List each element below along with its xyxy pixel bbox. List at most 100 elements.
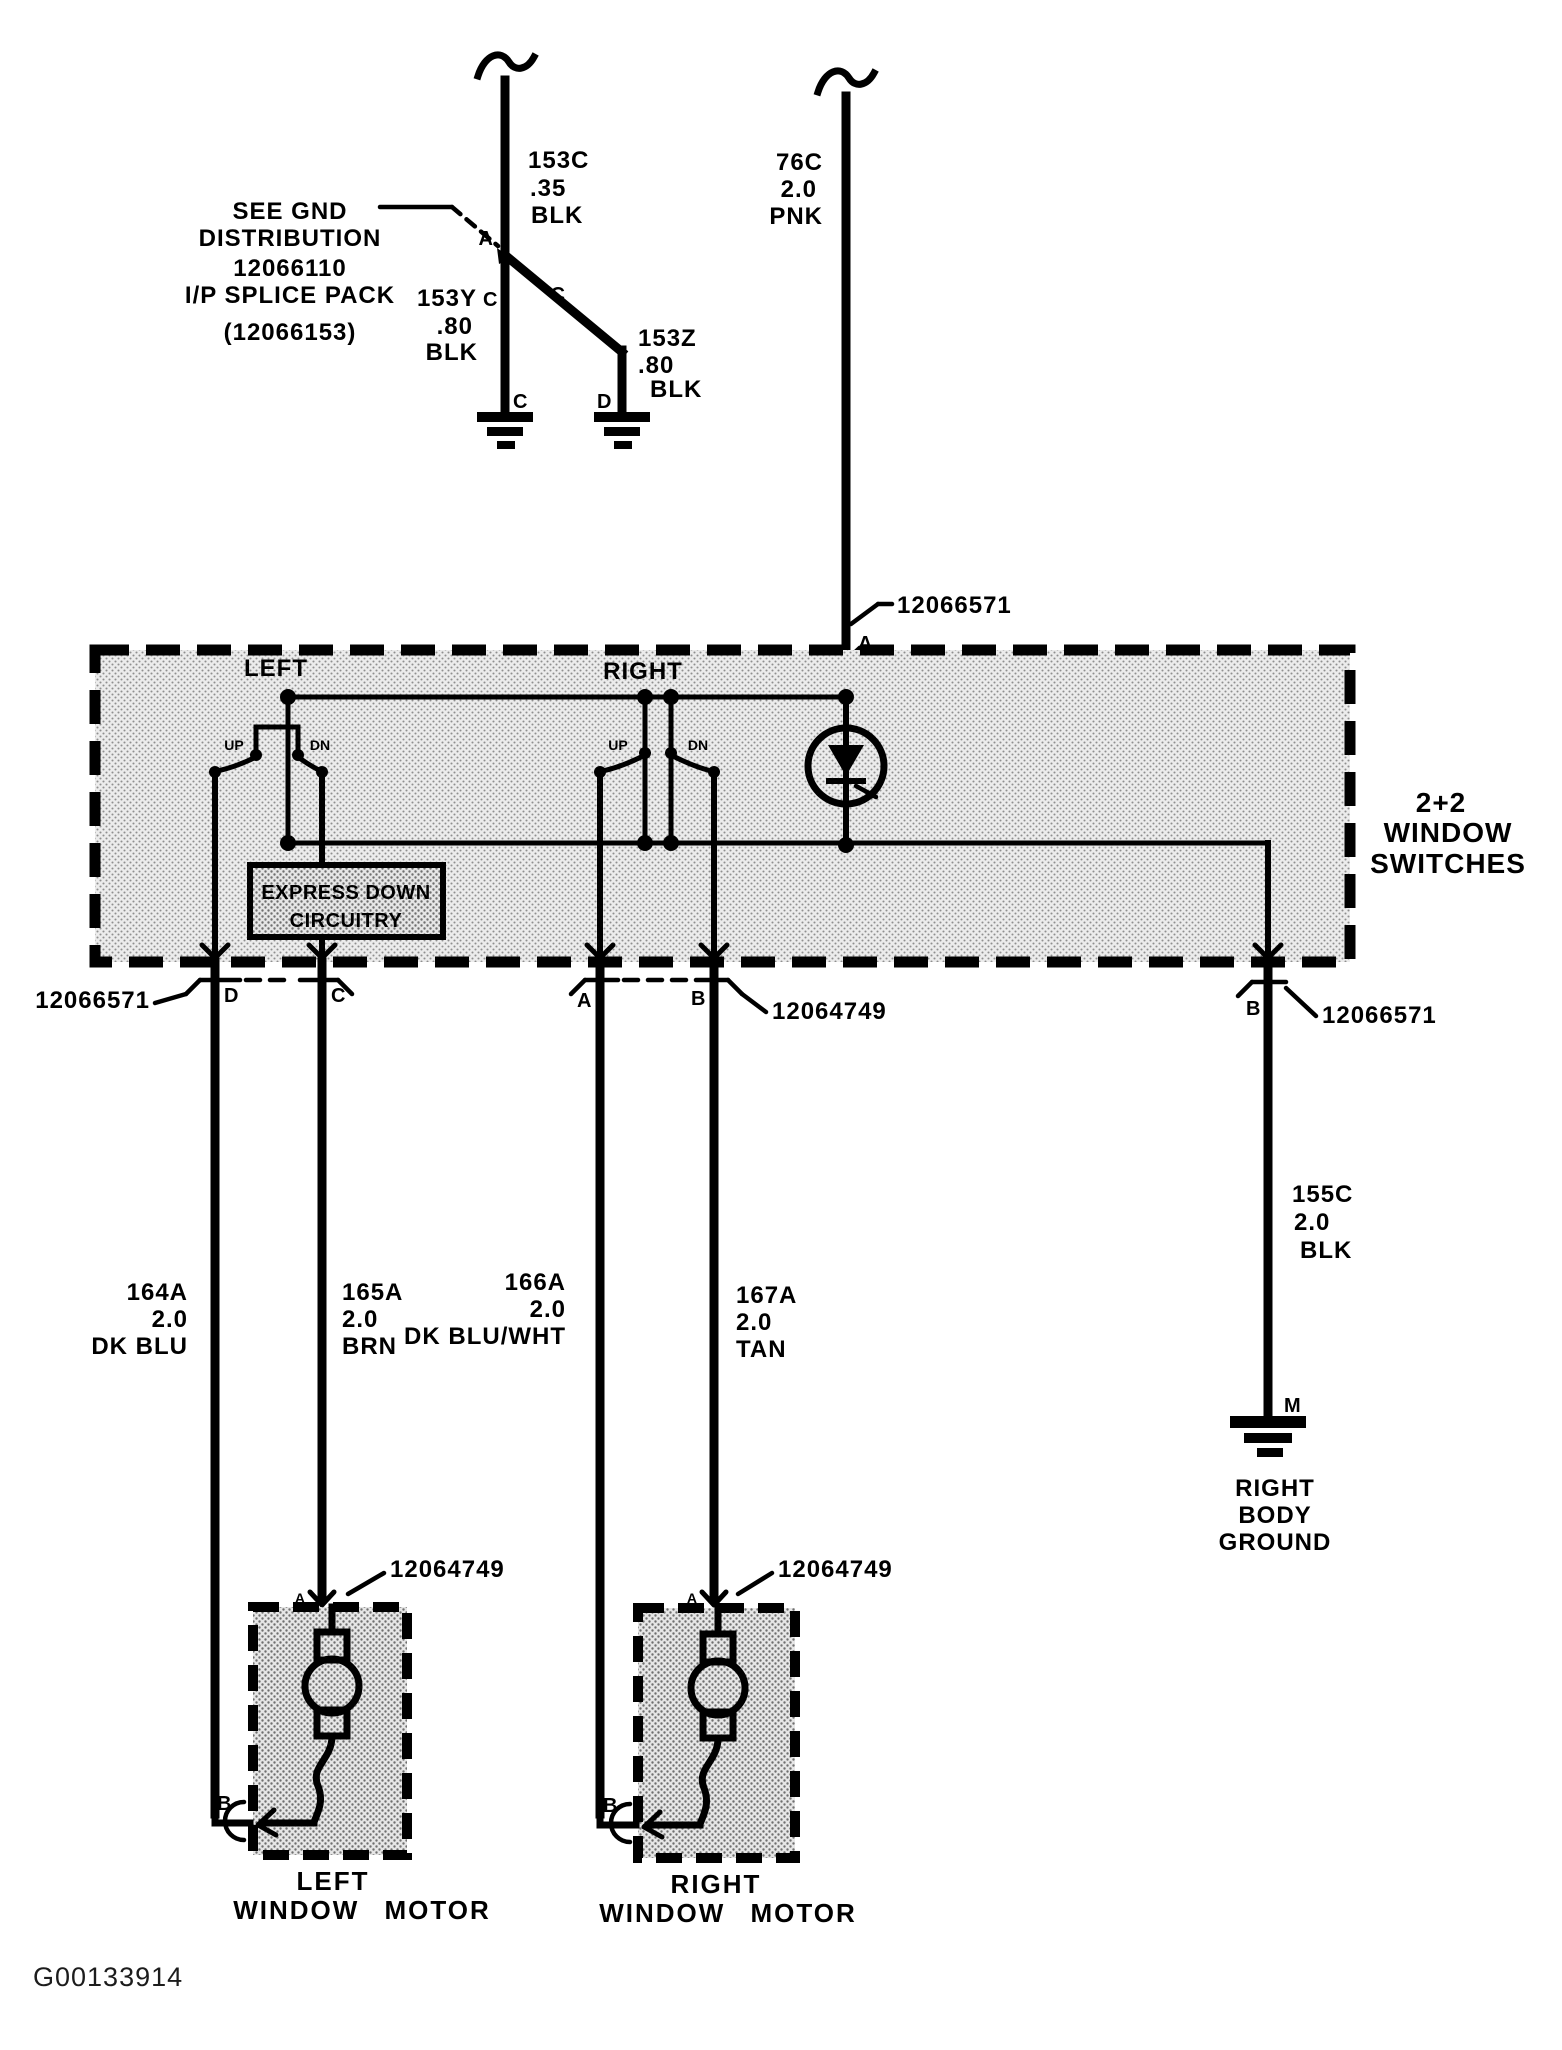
wire-153z-color: BLK xyxy=(650,376,702,403)
wire-165a-color: BRN xyxy=(342,1333,397,1360)
title-line: 2+2 xyxy=(1416,787,1467,818)
wire-166a-gauge: 2.0 xyxy=(530,1296,566,1323)
pin-m-label: M xyxy=(1284,1395,1301,1417)
wire-153z-diagonal xyxy=(498,248,629,359)
inline-connector-icon xyxy=(608,1801,633,1845)
splice-note-line: SEE GND xyxy=(232,198,347,225)
wire-165a-circuit: 165A xyxy=(342,1279,403,1306)
wire-167a-circuit: 167A xyxy=(736,1282,797,1309)
connector-label: 12066571 xyxy=(1322,1002,1437,1029)
motor-symbol xyxy=(641,1604,749,1840)
wire-165a-gauge: 2.0 xyxy=(342,1306,378,1333)
title-line: SWITCHES xyxy=(1370,848,1526,879)
connector-label: 12066571 xyxy=(35,987,150,1014)
wire-153z-circuit: 153Z xyxy=(638,325,697,352)
connector-label: 12064749 xyxy=(772,998,887,1025)
pin-d-label: D xyxy=(224,985,239,1007)
dn-label: DN xyxy=(688,737,708,753)
wire-164a-color: DK BLU xyxy=(91,1333,188,1360)
feed-wire-section: 76C 2.0 PNK 12066571 A xyxy=(769,67,1012,702)
wire-167a-gauge: 2.0 xyxy=(736,1309,772,1336)
wire-76c-circuit: 76C xyxy=(776,149,823,176)
wire-166a-color: DK BLU/WHT xyxy=(404,1323,566,1350)
express-line: EXPRESS DOWN xyxy=(261,882,430,904)
connector-top-leader xyxy=(848,601,881,627)
pin-a-label: A xyxy=(577,990,592,1012)
motor-box-border xyxy=(633,1603,800,1863)
motor-arrow-icon xyxy=(255,1807,279,1838)
wire-76c-gauge: 2.0 xyxy=(781,176,817,203)
up-label: UP xyxy=(608,737,627,753)
wire-76c-color: PNK xyxy=(769,203,823,230)
motor-caption-line: LEFT xyxy=(297,1866,370,1896)
pin-a-motor: A xyxy=(687,1590,697,1606)
connector-bottom-left: 12066571 D C xyxy=(35,977,355,1014)
figure-id: G00133914 xyxy=(33,1962,183,1992)
pin-b-motor: B xyxy=(217,1793,232,1815)
wire-153c-color: BLK xyxy=(531,202,583,229)
pin-b-label: B xyxy=(691,988,706,1010)
connector-top-label: 12066571 xyxy=(897,592,1012,619)
wire-155c-circuit: 155C xyxy=(1292,1181,1353,1208)
ground-caption-line: RIGHT xyxy=(1235,1475,1315,1502)
left-switch-label: LEFT xyxy=(244,655,308,682)
right-switch-label: RIGHT xyxy=(603,658,683,685)
inline-connector-icon xyxy=(222,1799,247,1843)
splice-note-line: 12066110 xyxy=(233,255,346,282)
pin-b-label: B xyxy=(1246,998,1261,1020)
assembly-title: 2+2 WINDOW SWITCHES xyxy=(1370,787,1526,879)
motor-caption-line: WINDOW MOTOR xyxy=(599,1898,857,1928)
entry-arrow-icon xyxy=(699,1589,729,1608)
wire-167a-color: TAN xyxy=(736,1336,787,1363)
wire-153z-gauge: .80 xyxy=(638,352,674,379)
wire-164a-gauge: 2.0 xyxy=(152,1306,188,1333)
ground-symbol-right xyxy=(594,412,650,449)
switch-blade xyxy=(667,751,715,775)
wire-break-squiggle-icon xyxy=(473,51,539,81)
right-body-ground: M RIGHT BODY GROUND xyxy=(1219,1395,1332,1556)
connector-label: 12064749 xyxy=(778,1556,893,1583)
right-window-motor: 12064749 A B RIGHT WINDOW MOTOR xyxy=(596,1556,893,1928)
title-line: WINDOW xyxy=(1384,817,1513,848)
wire-153y-color: BLK xyxy=(426,339,478,366)
pin-b-motor: B xyxy=(603,1795,618,1817)
splice-note-leader-dashed xyxy=(449,204,501,249)
wire-164a-circuit: 164A xyxy=(127,1279,188,1306)
wire-153c-circuit: 153C xyxy=(528,147,589,174)
express-line: CIRCUITRY xyxy=(290,910,403,932)
connector-bottom-mid: 12064749 A B xyxy=(568,977,887,1025)
ground-caption-line: GROUND xyxy=(1219,1529,1332,1556)
wire-153y-gauge: .80 xyxy=(437,313,473,340)
left-window-motor: 12064749 A B LEFT WINDOW MOTOR xyxy=(211,1556,504,1925)
entry-arrow-icon xyxy=(307,1589,337,1608)
pin-c-diagonal: C xyxy=(551,284,566,306)
motor-wires: 164A 2.0 DK BLU 165A 2.0 BRN 166A 2.0 DK… xyxy=(91,957,1353,1819)
ip-splice-pack-section: 153C .35 BLK SEE GND DISTRIBUTION 120661… xyxy=(185,51,702,449)
splice-note-line: I/P SPLICE PACK xyxy=(185,282,395,309)
ground-caption-line: BODY xyxy=(1238,1502,1311,1529)
wire-153y-circuit: 153Y xyxy=(417,285,477,312)
switch-blade xyxy=(599,751,649,775)
motor-box-border xyxy=(248,1602,412,1860)
motor-caption-line: WINDOW MOTOR xyxy=(233,1895,491,1925)
wire-break-squiggle-icon xyxy=(813,67,879,97)
pin-c-ground-left: C xyxy=(513,391,528,413)
motor-arrow-icon xyxy=(641,1809,665,1840)
wire-155c-color: BLK xyxy=(1300,1237,1352,1264)
pin-a-motor: A xyxy=(295,1590,305,1606)
motor-caption-line: RIGHT xyxy=(671,1869,762,1899)
wire-166a-circuit: 166A xyxy=(505,1269,566,1296)
splice-note-line: (12066153) xyxy=(224,319,357,346)
pin-c-label: C xyxy=(331,985,346,1007)
splice-note-line: DISTRIBUTION xyxy=(199,225,382,252)
wire-153c-gauge: .35 xyxy=(530,175,566,202)
pin-d-ground-right: D xyxy=(597,391,612,413)
motor-symbol xyxy=(255,1603,363,1838)
wire-155c-gauge: 2.0 xyxy=(1294,1209,1330,1236)
window-switch-assembly: LEFT RIGHT UP DN EXPRESS D xyxy=(89,644,1356,968)
pin-a-splice: A xyxy=(479,228,494,250)
ground-symbol-left xyxy=(477,412,533,449)
pin-c-153y: C xyxy=(483,289,498,311)
